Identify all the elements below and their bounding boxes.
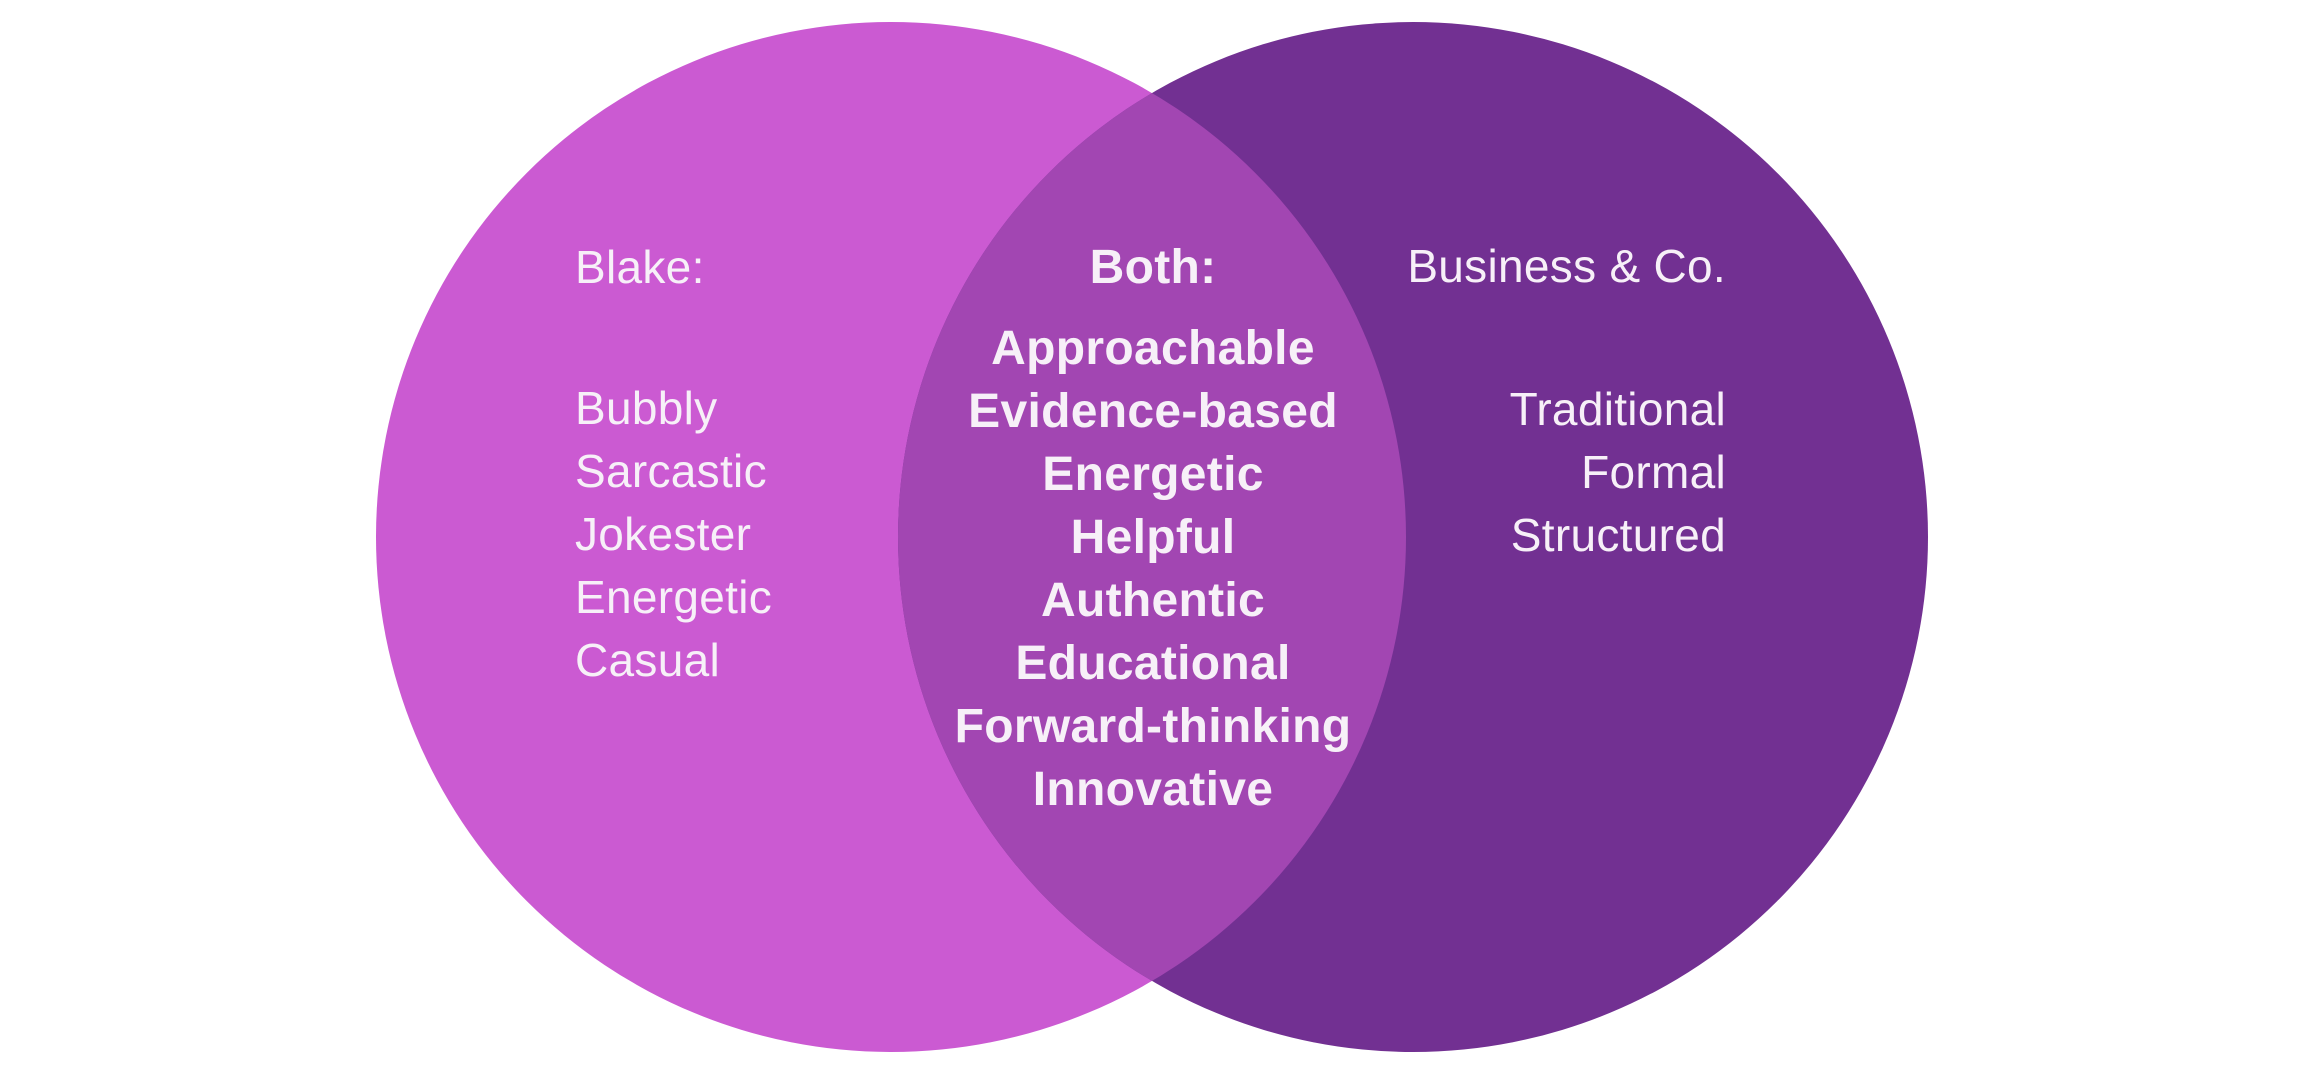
right-circle-heading: Business & Co. (1407, 240, 1726, 292)
overlap-list: Approachable Evidence-based Energetic He… (897, 317, 1409, 821)
left-circle-labels: Blake: Bubbly Sarcastic Jokester Energet… (575, 236, 772, 692)
overlap-lens-shape (898, 22, 1406, 1052)
right-circle-item: Traditional (1509, 383, 1726, 435)
left-circle-heading: Blake: (575, 241, 705, 293)
right-circle-item: Formal (1581, 446, 1726, 498)
overlap-item: Forward-thinking (954, 700, 1352, 753)
overlap-item: Educational (1015, 637, 1291, 690)
overlap-item: Energetic (1042, 448, 1264, 501)
left-circle-item: Casual (575, 634, 720, 686)
left-circle-item: Energetic (575, 571, 773, 623)
right-circle-labels: Business & Co. Traditional Formal Struct… (1407, 235, 1726, 567)
overlap-item: Approachable (991, 322, 1315, 375)
overlap-item: Helpful (1070, 511, 1236, 564)
left-circle-item: Jokester (575, 508, 752, 560)
overlap-item: Authentic (1040, 574, 1266, 627)
left-circle-item: Sarcastic (575, 445, 767, 497)
overlap-labels: Both: Approachable Evidence-based Energe… (897, 236, 1409, 821)
overlap-heading: Both: (1089, 241, 1217, 294)
left-circle-item: Bubbly (575, 382, 718, 434)
overlap-item: Innovative (1032, 763, 1274, 816)
right-circle-list: Traditional Formal Structured (1407, 378, 1726, 567)
left-circle-list: Bubbly Sarcastic Jokester Energetic Casu… (575, 377, 772, 692)
right-circle-item: Structured (1510, 509, 1726, 561)
overlap-item: Evidence-based (968, 385, 1338, 438)
